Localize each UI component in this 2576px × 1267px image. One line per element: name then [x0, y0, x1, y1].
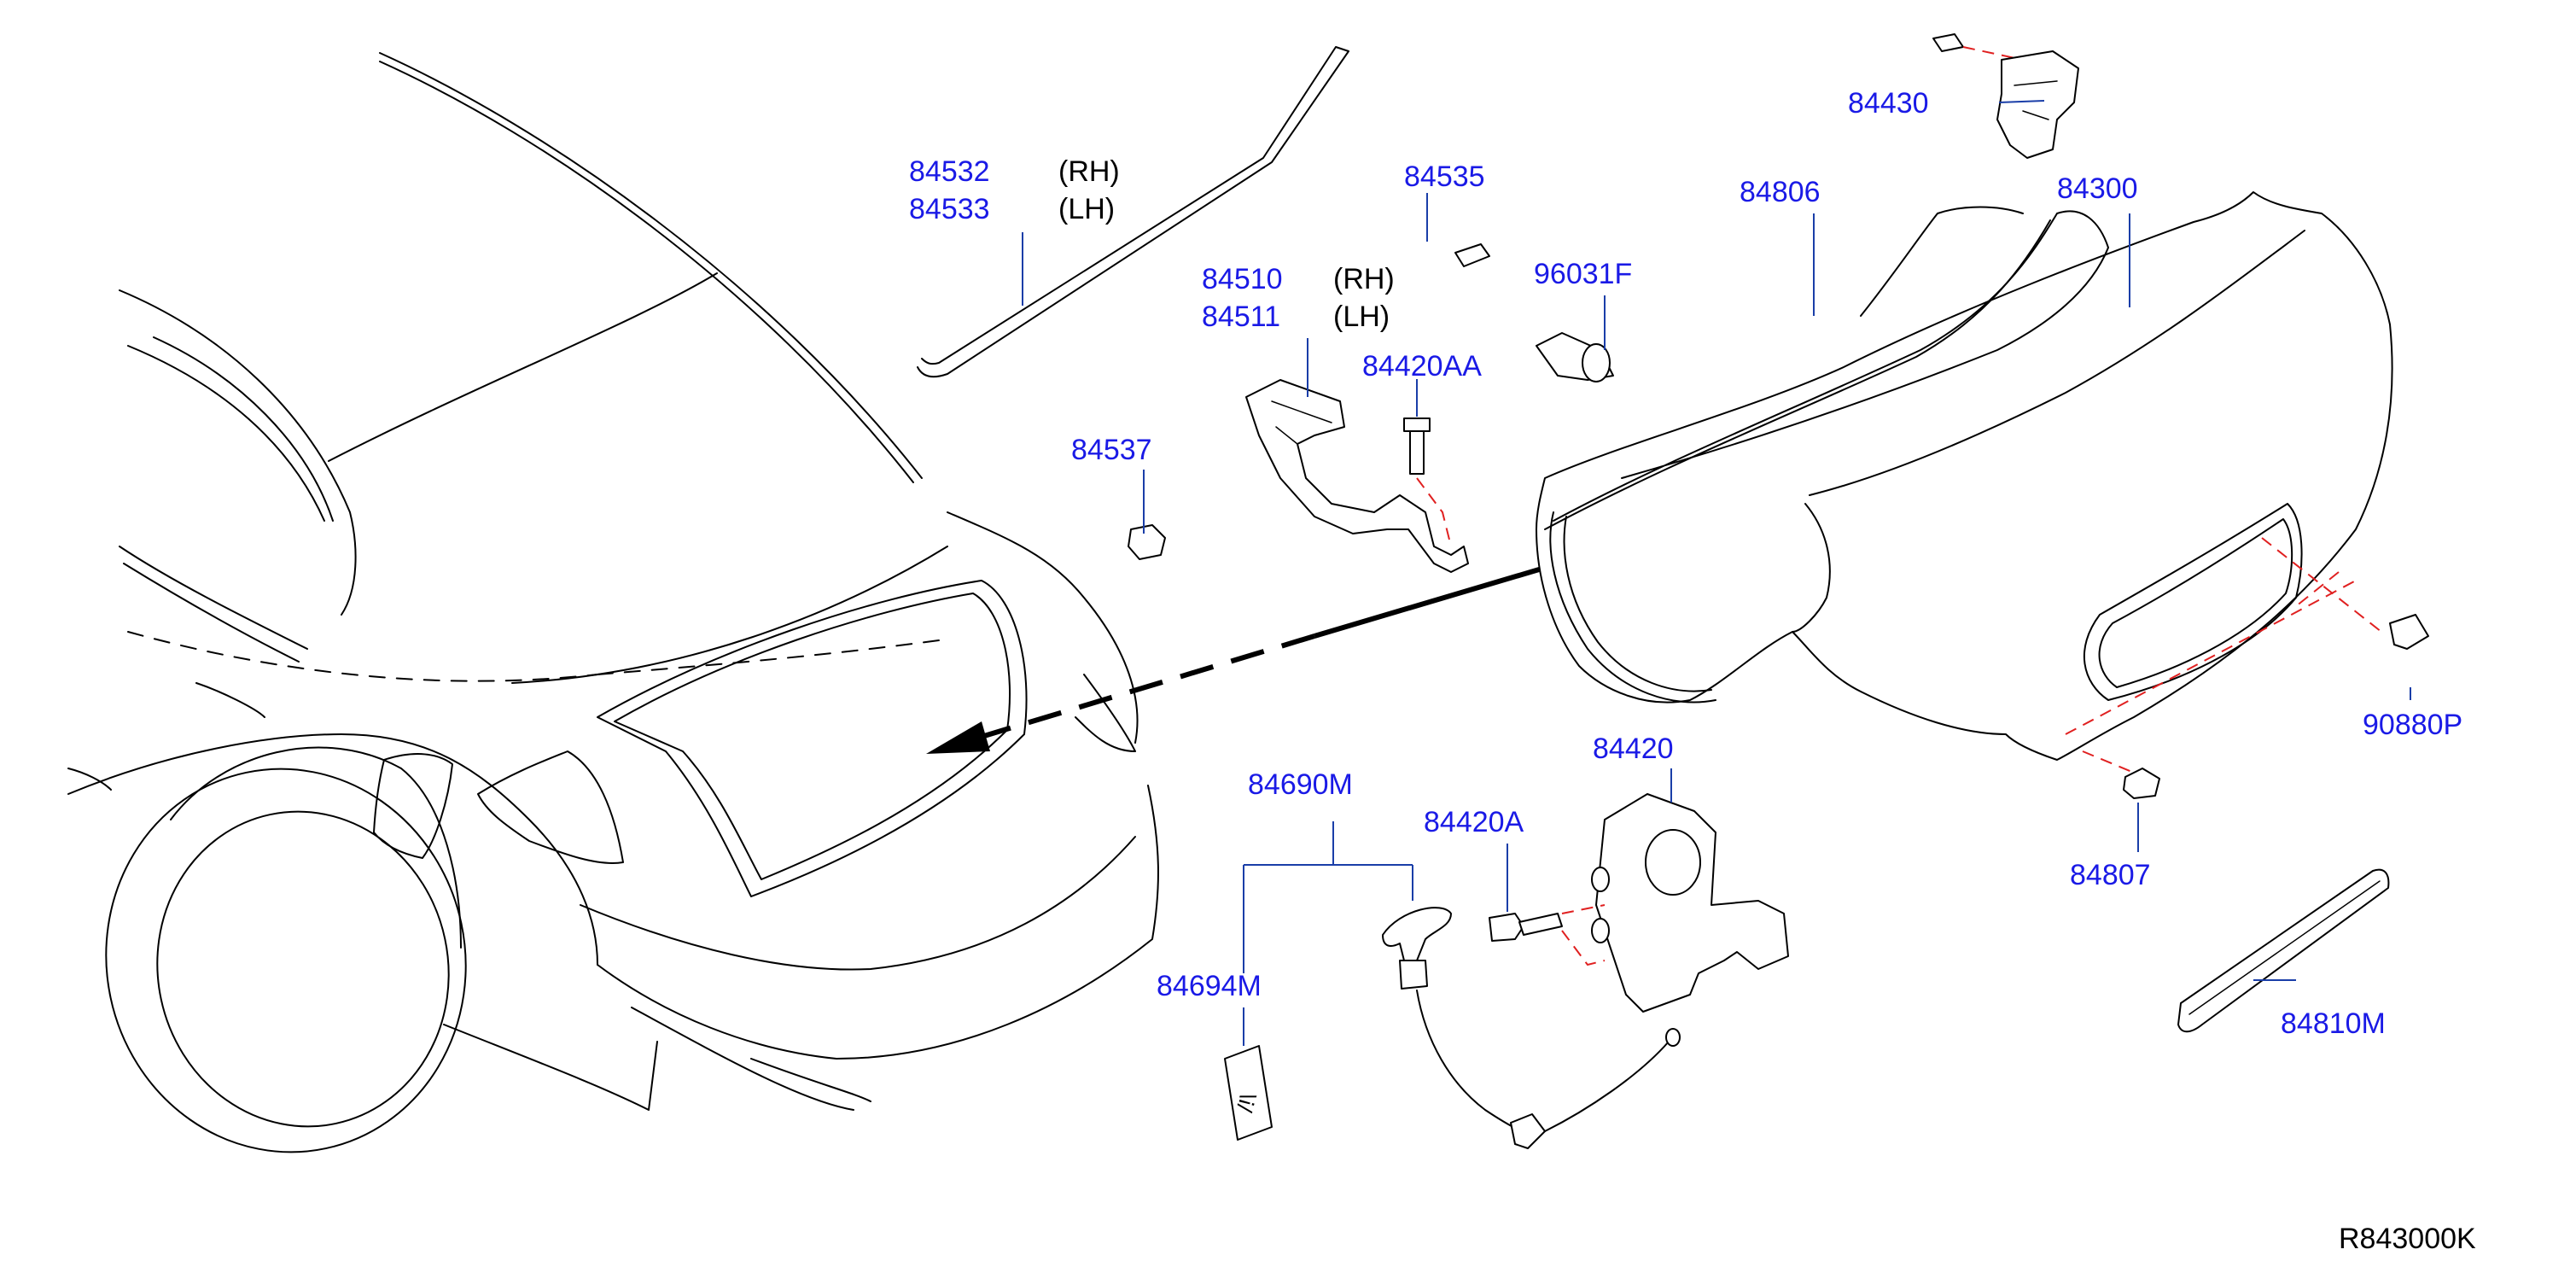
part-labels: 84532 84533 (RH) (LH) 84535 84510 84511 … [909, 87, 2476, 1255]
trunk-lid-striker-84420 [1489, 793, 1789, 1013]
label-84694M: 84694M [1157, 970, 1262, 1002]
label-84420: 84420 [1593, 733, 1674, 765]
trunk-torsion-bar [917, 46, 1349, 378]
label-84532: 84532 [909, 155, 990, 188]
label-rh-84532: (RH) [1058, 155, 1120, 188]
trunk-hinge [1245, 379, 1469, 573]
clip-90880P [2261, 537, 2429, 650]
label-lh-84533: (LH) [1058, 193, 1115, 225]
label-lh-84511: (LH) [1333, 301, 1390, 333]
label-84430: 84430 [1848, 87, 1929, 120]
grommet-96031F [1536, 332, 1614, 382]
label-84533: 84533 [909, 193, 990, 225]
assembly-direction-arrow [926, 563, 1554, 754]
grommet-84807 [2065, 580, 2357, 799]
label-84511: 84511 [1202, 301, 1280, 333]
label-84537: 84537 [1071, 434, 1152, 466]
label-84535: 84535 [1404, 161, 1485, 193]
label-84300: 84300 [2057, 172, 2138, 205]
trunk-lid-84300 [1536, 191, 2393, 761]
diagram-reference-code: R843000K [2339, 1223, 2476, 1255]
handle-label-84694M: /!\ [1224, 1045, 1273, 1141]
bumper-stop-84535 [1454, 243, 1490, 267]
label-84807: 84807 [2070, 859, 2151, 891]
bolt-84420AA [1403, 417, 1452, 547]
label-84806: 84806 [1740, 176, 1821, 208]
bumper-rubber-84537 [1128, 524, 1166, 560]
release-handle-cable-84690M [1382, 907, 1681, 1149]
label-90880P: 90880P [2363, 709, 2462, 741]
label-84690M: 84690M [1248, 768, 1353, 801]
vehicle-rear-illustration [67, 52, 1159, 1153]
finisher-84810M [2177, 868, 2390, 1033]
label-84420AA: 84420AA [1362, 350, 1482, 382]
trunk-lid-lock-84430 [1932, 33, 2079, 159]
label-rh-84510: (RH) [1333, 263, 1395, 295]
label-96031F: 96031F [1534, 258, 1632, 290]
weatherstrip-84806 [1544, 206, 2109, 704]
label-84810M: 84810M [2281, 1007, 2386, 1040]
leader-lines [1022, 100, 2411, 1046]
label-84510: 84510 [1202, 263, 1283, 295]
label-84420A: 84420A [1424, 806, 1524, 838]
